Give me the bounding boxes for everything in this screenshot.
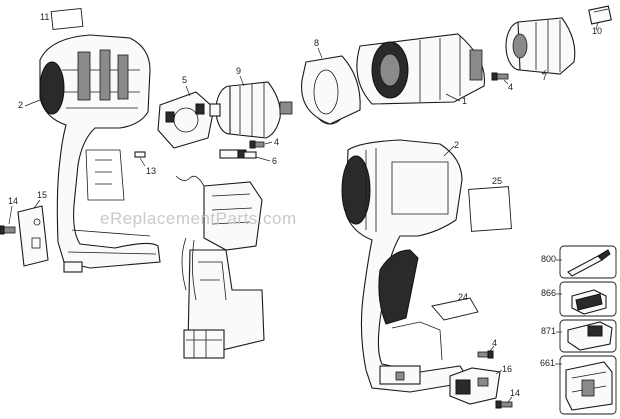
screw-14-left bbox=[0, 225, 16, 235]
label-plate-11 bbox=[50, 7, 84, 31]
battery-latch-16 bbox=[449, 367, 501, 405]
accessory-661-case bbox=[559, 355, 617, 415]
label-24: 24 bbox=[458, 292, 468, 302]
watermark: eReplacementParts.com bbox=[100, 209, 297, 228]
label-14-bottom: 14 bbox=[510, 388, 520, 398]
label-plate-25 bbox=[468, 186, 512, 232]
screw-4-center bbox=[249, 140, 265, 149]
label-15: 15 bbox=[37, 190, 47, 200]
left-housing-half bbox=[39, 34, 161, 273]
ring-gear-8 bbox=[301, 55, 361, 125]
chuck-10 bbox=[588, 5, 612, 25]
label-800: 800 bbox=[541, 254, 556, 264]
label-2-left: 2 bbox=[18, 100, 23, 110]
label-11: 11 bbox=[40, 12, 49, 22]
accessory-866-battery bbox=[559, 281, 617, 317]
label-10: 10 bbox=[592, 26, 602, 36]
brush-holder-5 bbox=[157, 91, 215, 149]
screw-4-right bbox=[491, 72, 509, 81]
trigger-switch-assembly bbox=[175, 175, 265, 359]
accessory-871-charger bbox=[559, 319, 617, 353]
armature-9 bbox=[209, 81, 293, 139]
side-label-24 bbox=[431, 297, 479, 321]
label-1: 1 bbox=[462, 96, 467, 106]
label-4-bottom: 4 bbox=[492, 338, 497, 348]
label-9: 9 bbox=[236, 66, 241, 76]
label-8: 8 bbox=[314, 38, 319, 48]
label-14-left: 14 bbox=[8, 196, 18, 206]
battery-latch-plate-15 bbox=[17, 205, 49, 267]
screw-4-bottom bbox=[477, 350, 494, 359]
label-6: 6 bbox=[272, 156, 277, 166]
label-661: 661 bbox=[540, 358, 555, 368]
label-4-right: 4 bbox=[508, 82, 513, 92]
label-866: 866 bbox=[541, 288, 556, 298]
label-2-right: 2 bbox=[454, 140, 459, 150]
label-13: 13 bbox=[146, 166, 156, 176]
accessory-800-bit bbox=[559, 245, 617, 279]
transmission-1 bbox=[356, 33, 486, 105]
label-871: 871 bbox=[541, 326, 556, 336]
right-housing-assembled bbox=[341, 139, 471, 393]
switch-contacts-6 bbox=[219, 149, 257, 159]
label-4-center: 4 bbox=[274, 137, 279, 147]
pin-13 bbox=[134, 151, 146, 158]
clutch-collar-7 bbox=[505, 17, 576, 75]
label-16: 16 bbox=[502, 364, 512, 374]
screw-14-bottom bbox=[495, 400, 513, 409]
label-25: 25 bbox=[492, 176, 502, 186]
label-7: 7 bbox=[542, 72, 547, 82]
label-5: 5 bbox=[182, 75, 187, 85]
